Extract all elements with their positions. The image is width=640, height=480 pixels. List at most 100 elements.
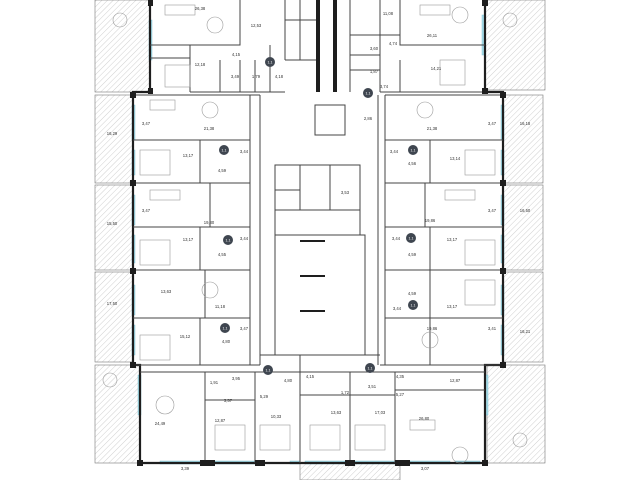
room-area: 14,21 [431,66,442,71]
bed [139,334,171,361]
columns [130,0,506,466]
room-area: 4,80 [284,378,293,383]
room-area: 19,86 [425,218,436,223]
room-area: 17,03 [375,410,386,415]
room-area: 15,12 [180,334,191,339]
room-area: 26,80 [419,416,430,421]
apartment-badge[interactable]: 1.1 [219,145,229,155]
svg-text:1.1: 1.1 [411,148,416,152]
room-area: 4,59 [408,291,417,296]
room-area: 5,29 [260,394,269,399]
bed [464,279,496,306]
room-area: 11,08 [383,11,394,16]
room-area: 3,51 [368,384,377,389]
room-area: 4,59 [218,168,227,173]
svg-text:1.1: 1.1 [222,148,227,152]
room-area: 3,39 [181,466,190,471]
room-area: 13,17 [183,237,194,242]
room-area: 2,86 [364,116,373,121]
apartment-badge[interactable]: 1.1 [220,323,230,333]
room-area: 4,80 [222,339,231,344]
room-area: 3,47 [488,121,497,126]
balcony-left-3 [94,271,134,363]
room-area: 13,17 [183,153,194,158]
room-area: 3,57 [224,398,233,403]
apartment-badge[interactable]: 1.1 [263,365,273,375]
bed [259,424,291,451]
room-area: 16,21 [520,329,531,334]
bed [214,424,246,451]
bed [139,239,171,266]
room-area: 4,74 [389,41,398,46]
balcony-right-1 [502,94,544,184]
bed [464,239,496,266]
balcony-right-2 [502,184,544,271]
apartment-badge[interactable]: 1.1 [223,235,233,245]
terrace-bottom-right [486,364,546,464]
apartment-badge[interactable]: 1.1 [408,145,418,155]
apartment-badge[interactable]: 1.1 [408,300,418,310]
apartment-badge[interactable]: 1.1 [365,363,375,373]
room-area: 3,44 [392,236,401,241]
room-area: 21,38 [204,126,215,131]
room-area: 4,15 [306,374,315,379]
dining-table [451,6,469,24]
room-area: 4,35 [396,374,405,379]
apartment-badge[interactable]: 1.1 [363,88,373,98]
apartment-badge[interactable]: 1.1 [265,57,275,67]
dining-table [421,331,439,349]
room-area: 1,72 [341,390,350,395]
tree [112,12,128,28]
room-area: 11,18 [215,304,226,309]
sofa [149,99,176,111]
room-area: 3,44 [390,149,399,154]
room-area: 5,27 [396,392,405,397]
bed [439,59,466,86]
dining-table [201,281,219,299]
room-area: 15,50 [107,221,118,226]
room-area: 3,47 [142,208,151,213]
room-area: 24,49 [155,421,166,426]
apartment-badge[interactable]: 1.1 [406,233,416,243]
room-area: 16,29 [107,131,118,136]
svg-text:1.1: 1.1 [223,326,228,330]
furniture [102,4,528,464]
room-area: 4,55 [218,252,227,257]
room-area: 19,80 [204,220,215,225]
bed [309,424,341,451]
room-area: 1,87 [370,69,379,74]
room-area: 3,49 [231,74,240,79]
sofa [164,4,196,16]
tree [512,432,528,448]
room-area: 3,60 [370,46,379,51]
room-area: 3,47 [142,121,151,126]
room-area: 1,79 [252,74,261,79]
dining-table [206,16,224,34]
svg-text:1.1: 1.1 [266,368,271,372]
bed [164,64,191,88]
room-area: 16,18 [520,121,531,126]
room-area: 3,44 [393,306,402,311]
terrace-bottom-left [94,364,141,464]
room-area: 12,53 [251,23,262,28]
bed [464,149,496,176]
svg-text:1.1: 1.1 [411,303,416,307]
room-area: 26,11 [427,33,438,38]
room-area: 4,15 [232,52,241,57]
room-area: 12,87 [215,418,226,423]
sofa [444,189,476,201]
tree [102,372,118,388]
dining-table [416,101,434,119]
room-area: 3,41 [488,326,497,331]
balcony-left-2 [94,184,134,271]
dining-table [155,395,175,415]
room-area: 13,14 [450,156,461,161]
room-area: 3,47 [488,208,497,213]
terrace-top-left [94,0,151,93]
svg-text:1.1: 1.1 [368,366,373,370]
bed [139,149,171,176]
room-area: 12,18 [195,62,206,67]
room-area: 13,63 [161,289,172,294]
svg-text:1.1: 1.1 [366,91,371,95]
